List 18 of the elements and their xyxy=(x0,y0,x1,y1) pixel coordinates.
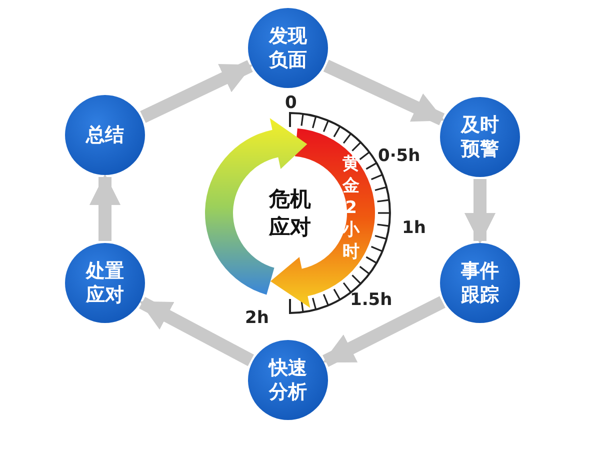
arrow xyxy=(322,296,446,367)
step-circle: 发现负面 xyxy=(248,8,328,88)
step-circle: 处置应对 xyxy=(65,243,145,323)
step-circle: 及时预警 xyxy=(440,97,520,177)
step-circle: 快速分析 xyxy=(248,340,328,420)
center-title: 危机应对 xyxy=(264,185,316,241)
tick-label: 0·5h xyxy=(378,146,420,166)
arrow xyxy=(464,179,496,244)
tick-label: 0 xyxy=(285,93,297,113)
tick-label: 1.5h xyxy=(350,290,392,310)
step-circle: 事件跟踪 xyxy=(440,243,520,323)
arrow xyxy=(140,60,253,123)
arrow xyxy=(89,174,121,241)
arrow xyxy=(139,296,254,366)
tick-label: 1h xyxy=(402,218,426,238)
step-circle: 总结 xyxy=(65,95,145,175)
arrow xyxy=(323,60,445,126)
tick-label: 2h xyxy=(245,308,269,328)
